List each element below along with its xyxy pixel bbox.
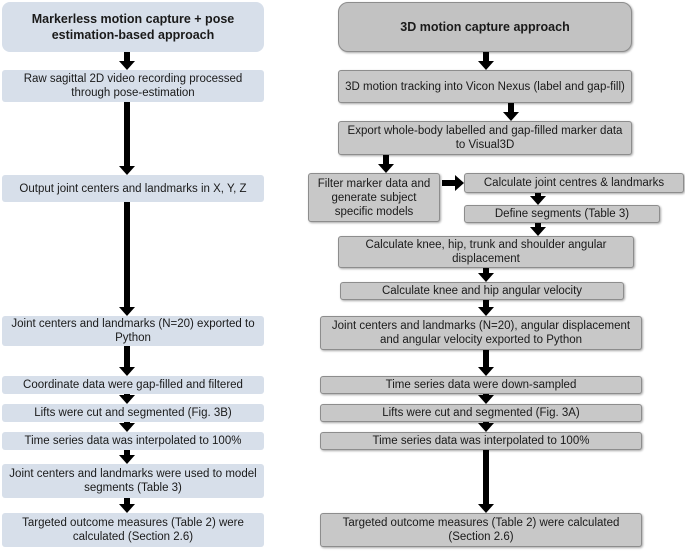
arrow-left-3 xyxy=(119,202,135,316)
arrow-right-5 xyxy=(530,223,546,236)
arrow-left-7 xyxy=(119,450,135,464)
arrow-left-6 xyxy=(119,422,135,432)
arrow-right-8 xyxy=(478,350,494,376)
right-step-angular-displacement: Calculate knee, hip, trunk and shoulder … xyxy=(338,236,634,268)
arrow-right-3 xyxy=(378,155,394,173)
right-step-joint-centres: Calculate joint centres & landmarks xyxy=(464,173,684,193)
arrow-right-6 xyxy=(478,268,494,282)
arrow-left-4 xyxy=(119,346,135,376)
arrow-right-9 xyxy=(478,394,494,404)
right-step-outcome-measures: Targeted outcome measures (Table 2) were… xyxy=(320,513,642,547)
arrow-right-7 xyxy=(478,300,494,316)
right-step-filter-models: Filter marker data and generate subject … xyxy=(308,173,440,222)
right-step-exported-python: Joint centers and landmarks (N=20), angu… xyxy=(320,316,642,350)
right-step-down-sampled: Time series data were down-sampled xyxy=(320,376,642,394)
right-step-interpolated: Time series data was interpolated to 100… xyxy=(320,432,642,450)
right-step-lifts-cut: Lifts were cut and segmented (Fig. 3A) xyxy=(320,404,642,422)
left-step-exported-python: Joint centers and landmarks (N=20) expor… xyxy=(2,316,264,346)
right-step-angular-velocity: Calculate knee and hip angular velocity xyxy=(340,282,624,300)
arrow-right-1 xyxy=(478,52,494,70)
right-step-define-segments: Define segments (Table 3) xyxy=(464,205,660,223)
left-step-lifts-cut: Lifts were cut and segmented (Fig. 3B) xyxy=(2,404,264,422)
left-step-interpolated: Time series data was interpolated to 100… xyxy=(2,432,264,450)
left-step-output-joint-centers: Output joint centers and landmarks in X,… xyxy=(2,175,264,202)
right-header: 3D motion capture approach xyxy=(338,2,632,52)
left-step-model-segments: Joint centers and landmarks were used to… xyxy=(2,464,264,498)
right-step-vicon-tracking: 3D motion tracking into Vicon Nexus (lab… xyxy=(338,70,632,103)
arrow-right-11 xyxy=(478,450,494,513)
right-step-export-visual3d: Export whole-body labelled and gap-fille… xyxy=(338,121,632,155)
arrow-right-10 xyxy=(478,422,494,432)
left-step-outcome-measures: Targeted outcome measures (Table 2) were… xyxy=(2,513,264,547)
left-step-gap-filled: Coordinate data were gap-filled and filt… xyxy=(2,376,264,394)
arrow-right-2 xyxy=(503,103,519,121)
left-step-raw-video: Raw sagittal 2D video recording processe… xyxy=(2,70,264,102)
arrow-right-horizontal xyxy=(442,175,464,191)
arrow-left-8 xyxy=(119,498,135,513)
arrow-left-2 xyxy=(119,102,135,175)
arrow-left-5 xyxy=(119,394,135,404)
left-header: Markerless motion capture + pose estimat… xyxy=(2,2,264,52)
arrow-left-1 xyxy=(119,52,135,70)
arrow-right-4 xyxy=(530,193,546,205)
